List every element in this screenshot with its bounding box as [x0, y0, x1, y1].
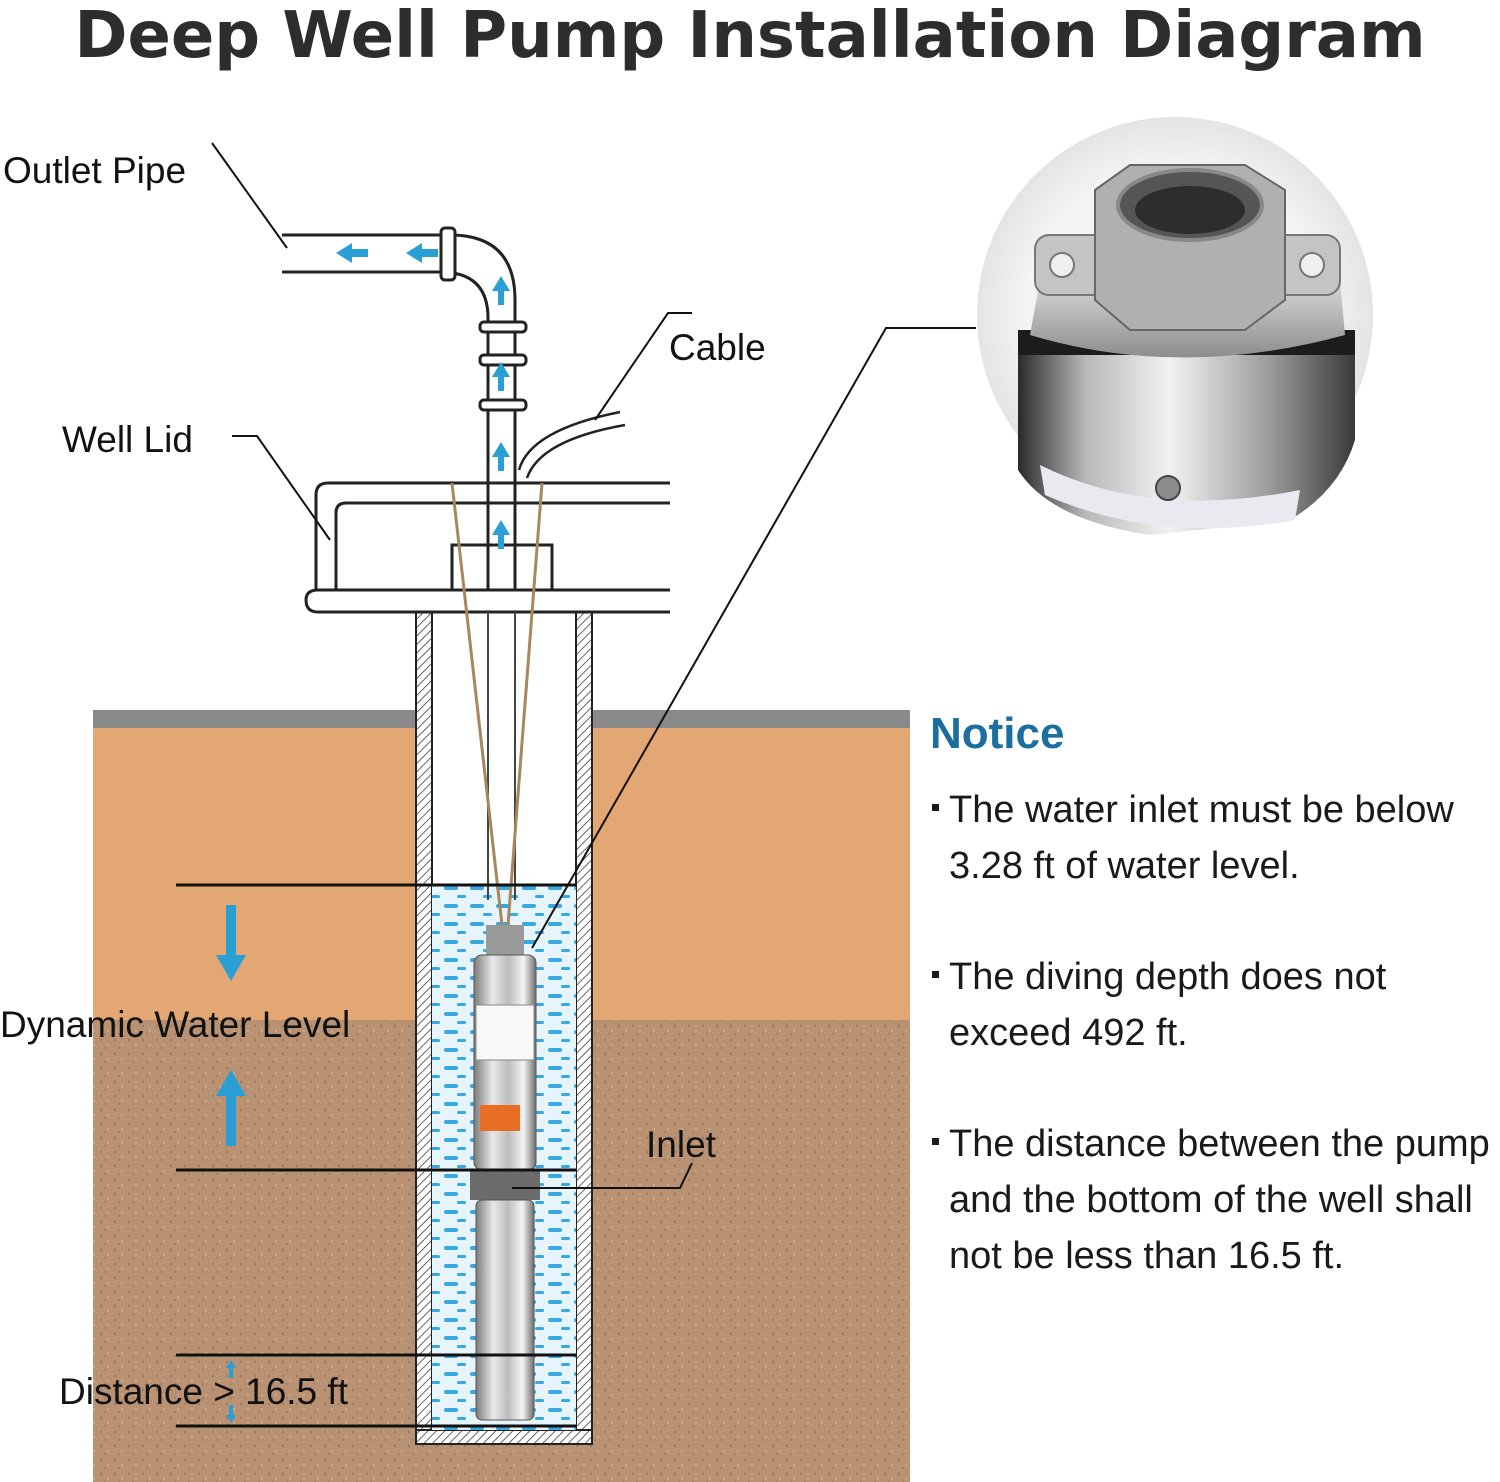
- notice-item-text: The water inlet must be below 3.28 ft of…: [949, 789, 1454, 887]
- pump-nameplate: [476, 1005, 534, 1060]
- label-cable: Cable: [669, 327, 766, 368]
- notice-item-text: The distance between the pump and the bo…: [949, 1123, 1490, 1277]
- notice-item: The diving depth does not exceed 492 ft.: [930, 949, 1500, 1061]
- casing-wall-right: [576, 612, 592, 1444]
- casing-bottom: [416, 1430, 592, 1444]
- label-dynamic-water-level: Dynamic Water Level: [0, 1004, 350, 1045]
- pump: [470, 925, 540, 1420]
- casing-wall-left: [416, 612, 432, 1444]
- pump-head-photo: [977, 117, 1373, 535]
- warning-label-icon: [480, 1105, 520, 1131]
- notice-item: The water inlet must be below 3.28 ft of…: [930, 782, 1500, 894]
- outlet-pipe: [282, 228, 526, 590]
- label-well-lid: Well Lid: [62, 419, 193, 460]
- cable: [519, 412, 625, 478]
- label-inlet: Inlet: [646, 1124, 717, 1165]
- notice-item: The distance between the pump and the bo…: [930, 1116, 1500, 1284]
- notice-heading: Notice: [930, 708, 1500, 760]
- label-outlet-pipe: Outlet Pipe: [3, 150, 186, 191]
- notice-item-text: The diving depth does not exceed 492 ft.: [949, 956, 1386, 1054]
- notice-panel: Notice The water inlet must be below 3.2…: [930, 708, 1500, 1339]
- label-distance: Distance > 16.5 ft: [59, 1371, 349, 1412]
